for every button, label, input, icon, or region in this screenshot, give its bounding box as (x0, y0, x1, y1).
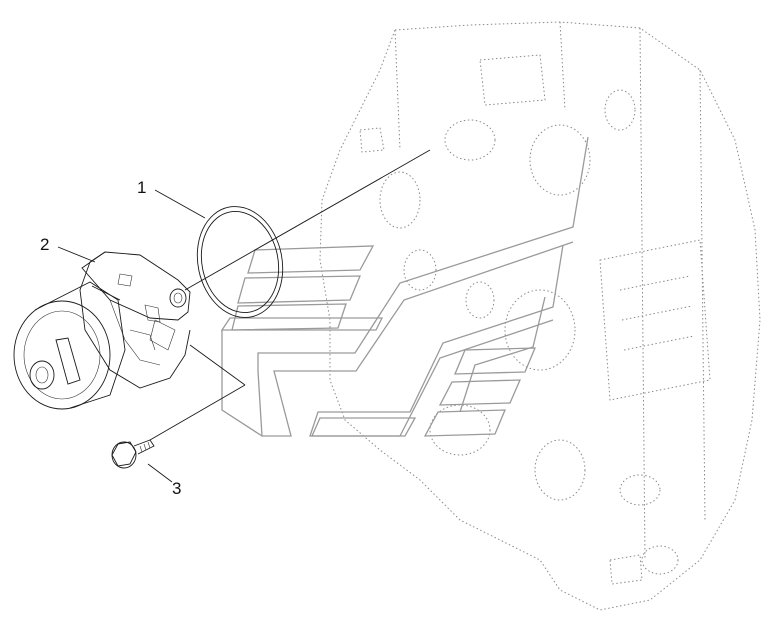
flange-bolt (111, 439, 155, 469)
winged-chevron-logo-icon (220, 136, 589, 437)
o-ring-seal (196, 206, 284, 318)
leader-lines (57, 149, 431, 483)
water-pump-assembly (13, 251, 191, 410)
callout-2: 2 (40, 235, 49, 254)
callout-1: 1 (137, 178, 146, 197)
callout-3: 3 (172, 479, 181, 498)
